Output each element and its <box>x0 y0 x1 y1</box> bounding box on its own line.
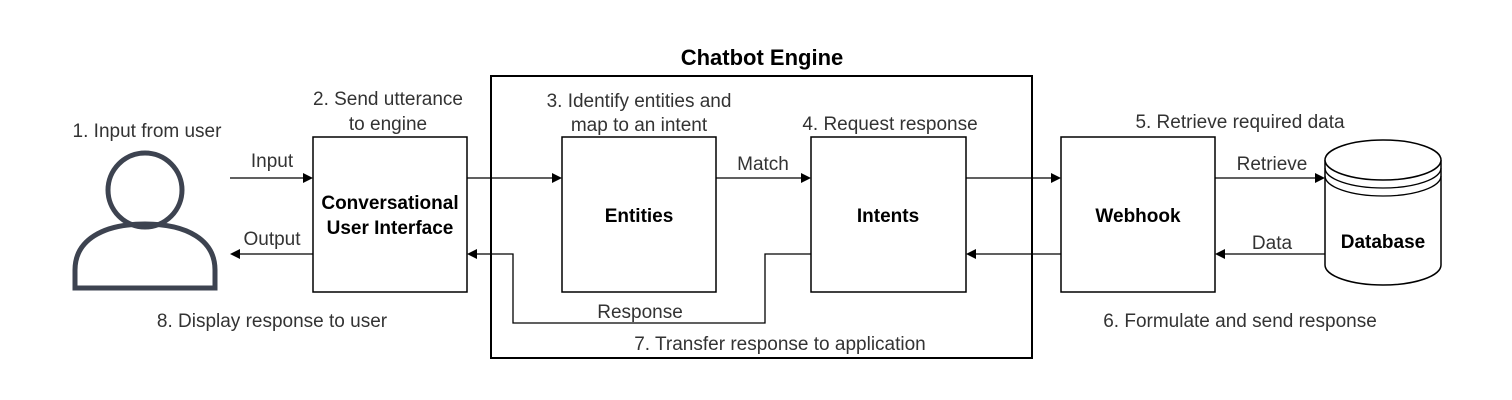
webhook-label: Webhook <box>1095 206 1181 227</box>
intents-label: Intents <box>857 206 919 227</box>
step-2-label-line1: 2. Send utterance <box>313 89 463 110</box>
input-label: Input <box>251 151 294 172</box>
step-5-label: 5. Retrieve required data <box>1135 112 1345 133</box>
conversational-ui-label-line2: User Interface <box>327 218 454 239</box>
response-arrow <box>477 253 811 324</box>
match-label: Match <box>737 154 789 175</box>
entities-box <box>561 136 717 293</box>
entities-label: Entities <box>605 206 674 227</box>
step-7-label: 7. Transfer response to application <box>634 334 926 355</box>
user-icon <box>72 150 218 291</box>
step-8-label: 8. Display response to user <box>157 311 388 332</box>
database-icon <box>1324 139 1442 286</box>
chatbot-engine-title: Chatbot Engine <box>681 45 844 70</box>
conversational-ui-box <box>312 136 468 293</box>
database-label: Database <box>1341 232 1426 253</box>
step-4-label: 4. Request response <box>802 114 977 135</box>
step-3-label-line2: map to an intent <box>571 115 708 136</box>
step-6-label: 6. Formulate and send response <box>1103 311 1377 332</box>
output-label: Output <box>243 229 301 250</box>
data-label: Data <box>1252 233 1293 254</box>
step-2-label-line2: to engine <box>349 114 427 135</box>
conversational-ui-label-line1: Conversational <box>321 193 458 214</box>
chatbot-engine-frame <box>490 75 1033 359</box>
intents-box <box>810 136 967 293</box>
retrieve-label: Retrieve <box>1237 154 1308 175</box>
webhook-box <box>1060 136 1216 293</box>
step-1-label: 1. Input from user <box>73 121 223 142</box>
response-label: Response <box>597 302 683 323</box>
step-3-label-line1: 3. Identify entities and <box>547 91 732 112</box>
